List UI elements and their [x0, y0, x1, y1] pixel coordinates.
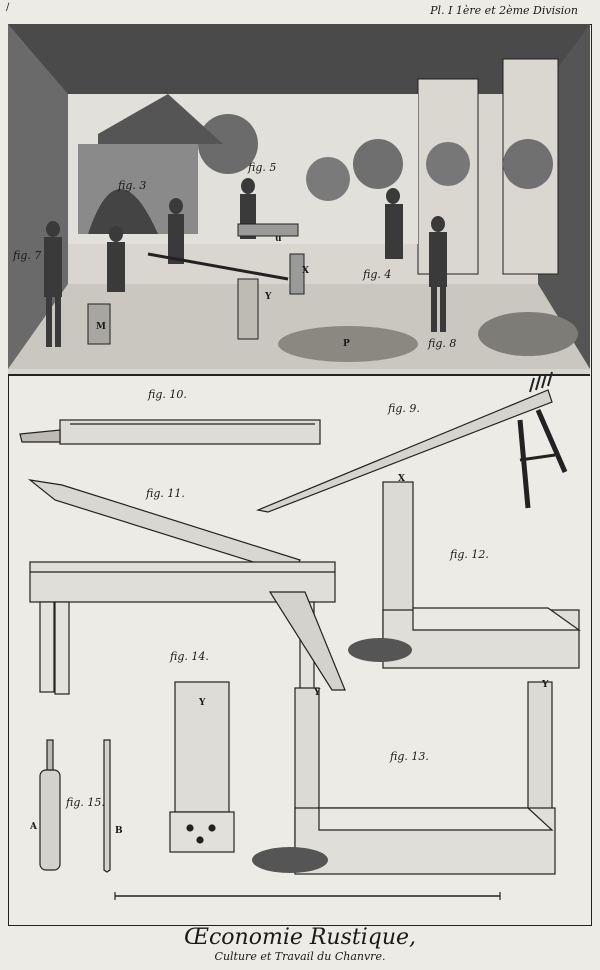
- workshop-illustration: [8, 24, 590, 369]
- letter-y-fig13-left: Y: [314, 688, 321, 698]
- plate-subtitle: Culture et Travail du Chanvre.: [214, 950, 386, 963]
- scene-letter-y: Y: [265, 292, 272, 302]
- letter-y-fig14: Y: [199, 698, 206, 708]
- label-fig15: fig. 15.: [66, 796, 105, 809]
- label-fig11: fig. 11.: [146, 487, 185, 500]
- fig14-stake: [169, 681, 235, 853]
- fig9-brake: [255, 371, 568, 513]
- plate-number: Pl. I 1ère et 2ème Division: [430, 4, 578, 17]
- letter-x-fig12: X: [398, 474, 405, 484]
- fig10-plank: [19, 419, 321, 445]
- fig15-blades: [39, 739, 111, 873]
- fig12-block: [348, 481, 581, 669]
- scene-label-fig3: fig. 3: [118, 179, 147, 192]
- scene-letter-u: u: [275, 234, 282, 244]
- workshop-scene: fig. 5 fig. 7 fig. 4 fig. 8 fig. 3 u Y M…: [8, 24, 590, 376]
- scene-label-fig4: fig. 4: [363, 268, 392, 281]
- scene-label-fig8: fig. 8: [428, 337, 457, 350]
- scene-letter-p: P: [343, 339, 350, 349]
- scene-letter-m: M: [96, 322, 106, 332]
- fig13-block: [252, 681, 556, 875]
- corner-mark: /: [6, 2, 10, 13]
- plate-title: Œconomie Rustique,: [183, 925, 417, 950]
- scene-label-fig5: fig. 5: [248, 161, 277, 174]
- label-fig9: fig. 9.: [388, 402, 420, 415]
- letter-a: A: [30, 822, 37, 832]
- letter-y-fig13-right: Y: [542, 680, 549, 690]
- label-fig13: fig. 13.: [390, 750, 429, 763]
- label-fig14: fig. 14.: [170, 650, 209, 663]
- letter-b: B: [115, 826, 123, 836]
- label-fig10: fig. 10.: [148, 388, 187, 401]
- scene-label-fig7: fig. 7: [13, 249, 42, 262]
- scene-letter-x: X: [302, 266, 309, 276]
- fig11-bench: [27, 479, 346, 695]
- label-fig12: fig. 12.: [450, 548, 489, 561]
